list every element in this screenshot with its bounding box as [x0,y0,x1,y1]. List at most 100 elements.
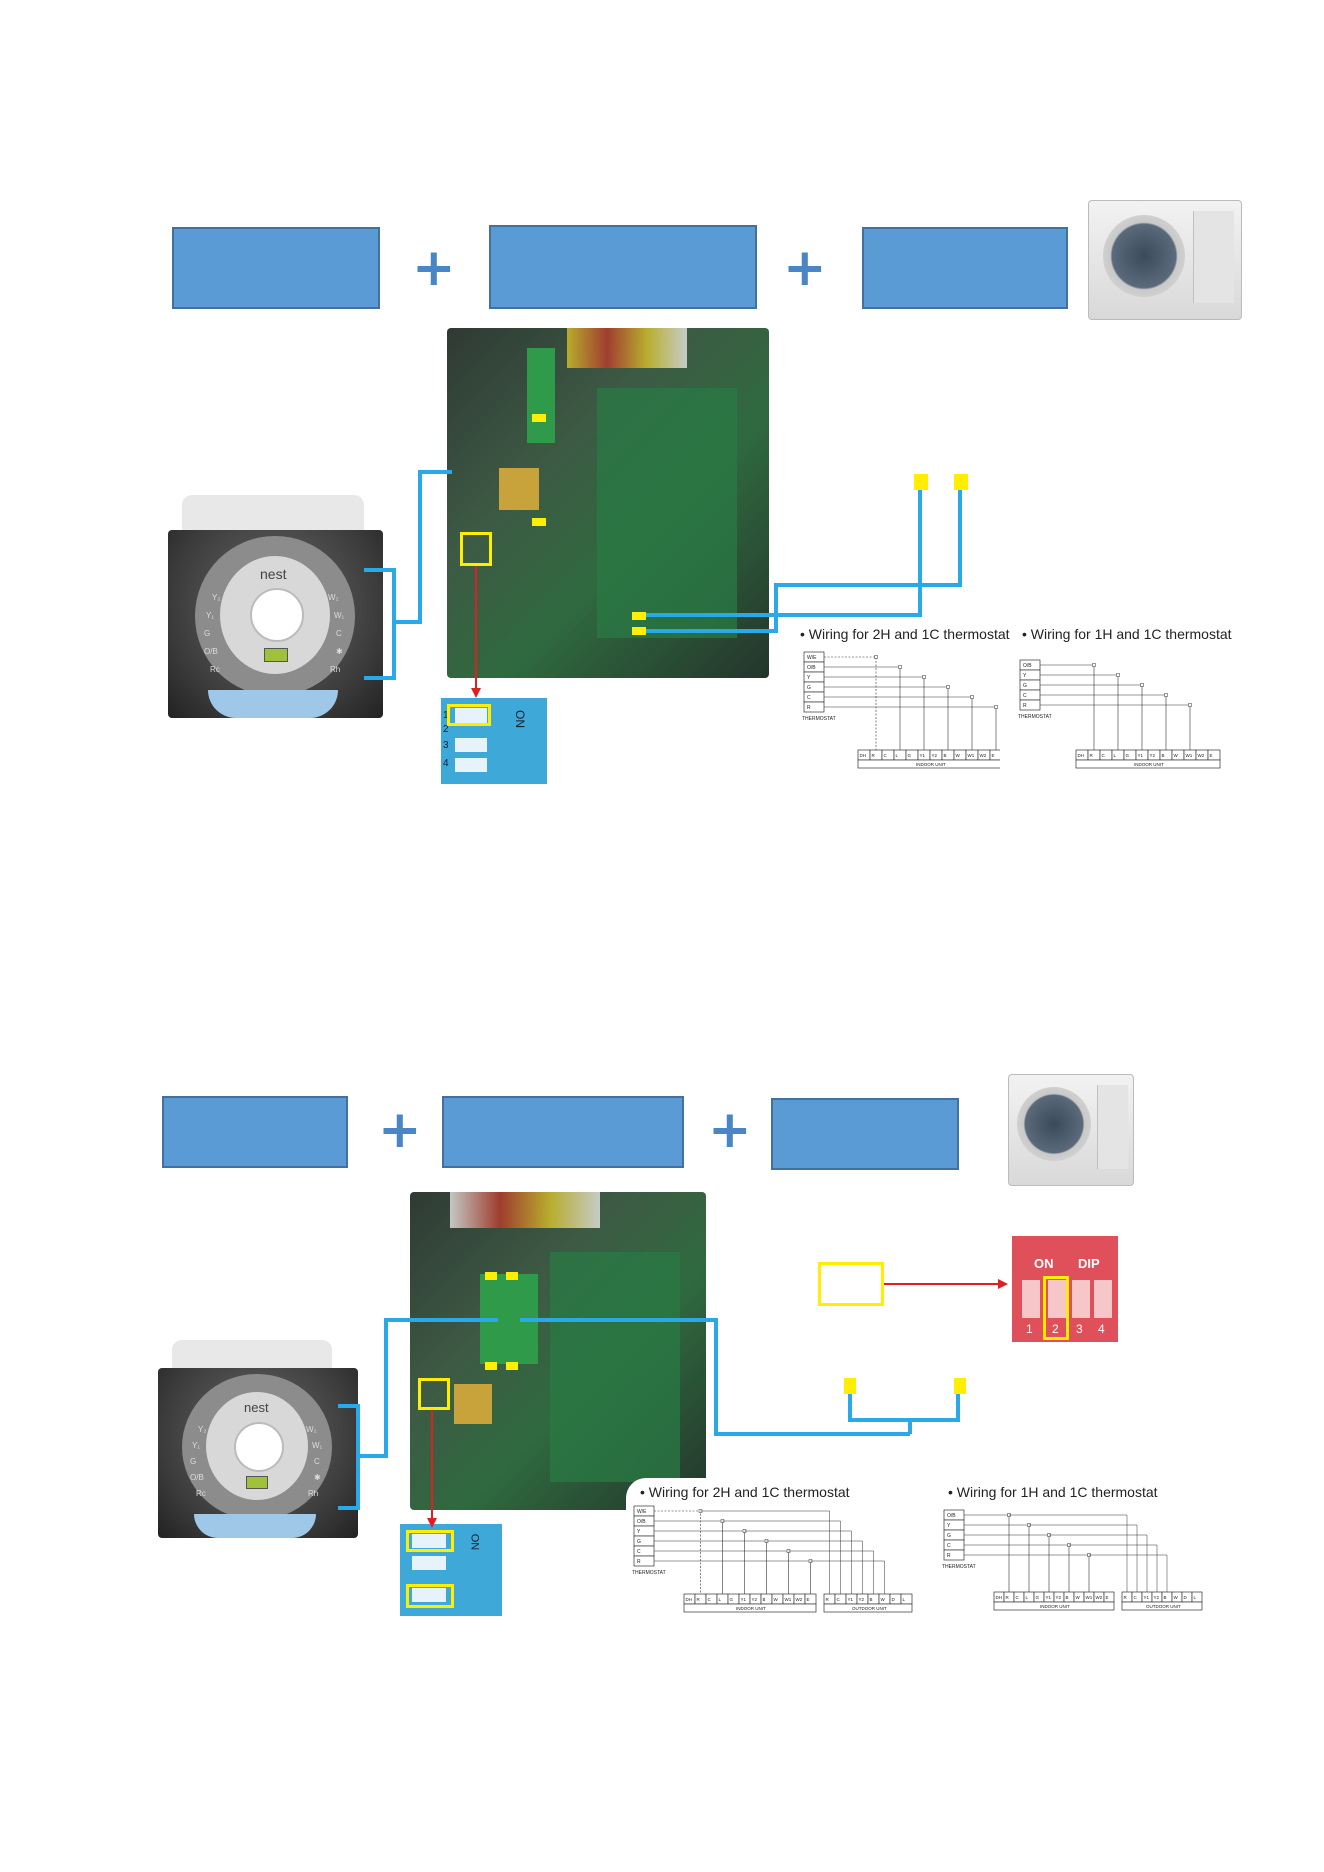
outdoor-connection-line [810,1560,885,1594]
terminal-marker [532,414,546,422]
terminal-marker [506,1272,518,1280]
outdoor-terminal-label: W [881,1597,886,1602]
unit-label: INDOOR UNIT [916,762,946,767]
terminal-marker [632,612,646,620]
terminal-label: C [314,1457,320,1466]
transformer [454,1384,492,1424]
connection-line [824,696,973,750]
terminal-label: W₁ [312,1441,323,1450]
unit-label: INDOOR UNIT [736,1606,766,1611]
dip-switch4-highlight [406,1584,454,1608]
step2-box [442,1096,684,1168]
terminal-marker [632,627,646,635]
thermostat-terminal-label: C [807,695,811,701]
nest-terminal-labels: Y₂ Y₁ G O/B Rc W₂ W₁ C ✱ Rh [204,593,345,674]
thermostat-terminal-label: O/B [637,1519,646,1525]
junction [1116,673,1120,677]
unit-terminal-label: E [992,753,995,758]
dip-slider [455,738,487,752]
terminal-marker [485,1362,497,1370]
pcb-right [550,1252,680,1482]
thermostat-terminal-label: O/B [807,665,816,671]
outdoor-unit-photo [1088,200,1242,320]
dip-number: 3 [443,740,449,751]
connection-line [1040,694,1167,750]
dip-on-label: ON [1034,1256,1054,1271]
junction [1164,693,1168,697]
dip-switch2-highlight [1043,1276,1069,1340]
unit-terminal-label: B [1162,753,1165,758]
nest-center-hole [250,588,304,642]
terminal-label: Rc [196,1489,206,1498]
terminal-label: ✱ [314,1473,321,1482]
connection-line [824,656,877,750]
outdoor-terminal-label: B [1164,1595,1167,1600]
plus-icon: + [708,1100,752,1160]
unit-label-box [993,1601,1115,1611]
plus-icon: + [412,238,456,298]
unit-label-box [683,1603,817,1613]
dip-slider [1022,1280,1040,1318]
outdoor-connection-line [1089,1554,1168,1592]
unit-terminal-label: W2 [796,1597,803,1602]
terminal-label: C [336,629,342,638]
thermostat-label: THERMOSTAT [942,1564,976,1570]
thermostat-terminal-label: G [1023,683,1027,689]
step1-box [162,1096,348,1168]
terminal-marker [532,518,546,526]
unit-terminal-label: G [908,753,912,758]
outdoor-label-box [823,1603,913,1613]
junction [946,685,950,689]
junction [922,675,926,679]
nest-center-hole [234,1422,284,1472]
wire [646,484,962,633]
terminal-label: O/B [190,1473,204,1482]
dip-number: 2 [1052,1322,1059,1336]
terminal-label: ✱ [336,647,343,656]
unit-terminal-label: W2 [1096,1595,1103,1600]
unit-terminal-label: G [1036,1595,1040,1600]
thermostat-terminal-label: Y [637,1529,641,1535]
terminal-label: W₂ [328,593,339,602]
unit-label: INDOOR UNIT [1040,1604,1070,1609]
dip-slider [1072,1280,1090,1318]
dip-label: DIP [1078,1256,1100,1271]
thermostat-label: THERMOSTAT [802,716,836,722]
connection-line [824,686,949,750]
unit-terminal-label: DH [686,1597,693,1602]
junction [1140,683,1144,687]
unit-terminal-label: W [774,1597,779,1602]
outdoor-label: OUTDOOR UNIT [1146,1604,1181,1609]
unit-terminal-label: W1 [968,753,975,758]
connection-line [824,706,997,750]
outdoor-connection-line [722,1520,841,1594]
terminal-label: W₁ [334,611,345,620]
connection-line [964,1544,1070,1592]
thermostat-terminal-label: G [637,1539,641,1545]
unit-terminal-label: W1 [785,1597,792,1602]
dip-number: 2 [443,724,449,735]
outdoor-terminal-label: C [1134,1595,1138,1600]
outdoor-terminal-label: Y2 [859,1597,865,1602]
outdoor-connection-line [1009,1514,1128,1592]
wire-end-marker [914,474,928,490]
dip-slider [1048,1280,1066,1318]
terminal-marker [506,1362,518,1370]
unit-label-box [857,759,1000,769]
unit-terminal-label: B [763,1597,766,1602]
unit-terminal-label: G [1126,753,1130,758]
unit-terminal-label: C [1102,753,1106,758]
nest-terminal-labels: Y₂ Y₁ G O/B Rc W₂ W₁ C ✱ Rh [190,1425,323,1498]
unit-terminal-label: R [872,753,876,758]
wire [646,484,922,617]
unit-terminal-label: Y2 [1150,753,1156,758]
unit-terminal-label: Y2 [932,753,938,758]
outdoor-connection-line [1029,1524,1138,1592]
wiring-2h1c-title: • Wiring for 2H and 1C thermostat [800,626,1010,642]
junction [898,665,902,669]
arrow-head [427,1518,437,1528]
wire-end-marker [954,1378,966,1394]
dip-slider [412,1588,446,1602]
